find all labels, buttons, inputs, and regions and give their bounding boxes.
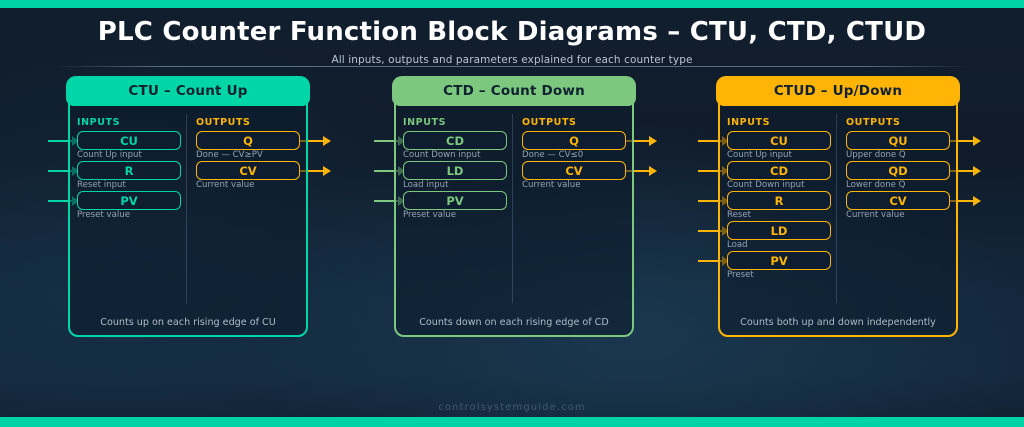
input-wire-ctd-ld bbox=[374, 169, 398, 172]
input-wire-ctu-cu bbox=[48, 139, 72, 142]
output-pin-ctud-cv[interactable]: CV bbox=[846, 191, 950, 210]
output-wire-ctu-cv bbox=[300, 169, 324, 172]
input-desc-ctud-r: Reset bbox=[727, 210, 752, 220]
input-wire-ctud-pv bbox=[698, 259, 722, 262]
output-desc-ctu-q: Done — CV≥PV bbox=[196, 150, 263, 160]
footer-site: controlsystemguide.com bbox=[438, 402, 586, 413]
input-desc-ctud-ld: Load bbox=[727, 240, 748, 250]
input-pin-ctud-pv[interactable]: PV bbox=[727, 251, 831, 270]
input-desc-ctud-pv: Preset bbox=[727, 270, 754, 280]
output-arrow-ctud-qd bbox=[973, 165, 981, 176]
output-arrow-ctud-qu bbox=[973, 135, 981, 146]
input-wire-ctud-ld bbox=[698, 229, 722, 232]
input-desc-ctd-cd: Count Down input bbox=[403, 150, 481, 160]
output-pin-ctd-cv[interactable]: CV bbox=[522, 161, 626, 180]
output-desc-ctd-cv: Current value bbox=[522, 180, 581, 190]
input-desc-ctu-r: Reset input bbox=[77, 180, 126, 190]
output-desc-ctd-q: Done — CV≤0 bbox=[522, 150, 584, 160]
column-divider-ctu bbox=[186, 114, 187, 303]
output-wire-ctd-q bbox=[626, 139, 650, 142]
outputs-label-ctu: OUTPUTS bbox=[196, 117, 251, 128]
top-accent-bar bbox=[0, 0, 1024, 8]
output-arrow-ctd-cv bbox=[649, 165, 657, 176]
input-wire-ctud-cd bbox=[698, 169, 722, 172]
input-wire-ctud-cu bbox=[698, 139, 722, 142]
output-desc-ctud-qd: Lower done Q bbox=[846, 180, 906, 190]
input-wire-ctd-pv bbox=[374, 199, 398, 202]
output-desc-ctud-qu: Upper done Q bbox=[846, 150, 906, 160]
inputs-label-ctu: INPUTS bbox=[77, 117, 121, 128]
output-arrow-ctd-q bbox=[649, 135, 657, 146]
input-pin-ctu-pv[interactable]: PV bbox=[77, 191, 181, 210]
outputs-label-ctud: OUTPUTS bbox=[846, 117, 901, 128]
input-pin-ctud-cu[interactable]: CU bbox=[727, 131, 831, 150]
output-wire-ctd-cv bbox=[626, 169, 650, 172]
input-pin-ctud-cd[interactable]: CD bbox=[727, 161, 831, 180]
input-pin-ctud-r[interactable]: R bbox=[727, 191, 831, 210]
block-title-ctu: CTU – Count Up bbox=[66, 76, 310, 106]
header-divider bbox=[52, 66, 972, 67]
output-pin-ctd-q[interactable]: Q bbox=[522, 131, 626, 150]
output-arrow-ctu-q bbox=[323, 135, 331, 146]
block-footnote-ctud: Counts both up and down independently bbox=[740, 317, 936, 328]
input-wire-ctu-r bbox=[48, 169, 72, 172]
input-pin-ctu-r[interactable]: R bbox=[77, 161, 181, 180]
output-wire-ctud-cv bbox=[950, 199, 974, 202]
block-footnote-ctu: Counts up on each rising edge of CU bbox=[100, 317, 276, 328]
input-wire-ctud-r bbox=[698, 199, 722, 202]
outputs-label-ctd: OUTPUTS bbox=[522, 117, 577, 128]
output-arrow-ctud-cv bbox=[973, 195, 981, 206]
output-pin-ctud-qd[interactable]: QD bbox=[846, 161, 950, 180]
input-pin-ctu-cu[interactable]: CU bbox=[77, 131, 181, 150]
output-pin-ctud-qu[interactable]: QU bbox=[846, 131, 950, 150]
input-desc-ctd-ld: Load input bbox=[403, 180, 449, 190]
block-footnote-ctd: Counts down on each rising edge of CD bbox=[419, 317, 609, 328]
input-desc-ctud-cd: Count Down input bbox=[727, 180, 805, 190]
input-wire-ctd-cd bbox=[374, 139, 398, 142]
output-desc-ctud-cv: Current value bbox=[846, 210, 905, 220]
block-title-ctud: CTUD – Up/Down bbox=[716, 76, 960, 106]
input-desc-ctud-cu: Count Up input bbox=[727, 150, 792, 160]
output-pin-ctu-q[interactable]: Q bbox=[196, 131, 300, 150]
input-desc-ctd-pv: Preset value bbox=[403, 210, 457, 220]
input-pin-ctud-ld[interactable]: LD bbox=[727, 221, 831, 240]
page-subtitle: All inputs, outputs and parameters expla… bbox=[331, 53, 693, 66]
output-desc-ctu-cv: Current value bbox=[196, 180, 255, 190]
input-wire-ctu-pv bbox=[48, 199, 72, 202]
input-pin-ctd-ld[interactable]: LD bbox=[403, 161, 507, 180]
input-pin-ctd-pv[interactable]: PV bbox=[403, 191, 507, 210]
column-divider-ctd bbox=[512, 114, 513, 303]
input-desc-ctu-cu: Count Up input bbox=[77, 150, 142, 160]
output-wire-ctud-qu bbox=[950, 139, 974, 142]
output-arrow-ctu-cv bbox=[323, 165, 331, 176]
page-title: PLC Counter Function Block Diagrams – CT… bbox=[97, 17, 927, 47]
input-pin-ctd-cd[interactable]: CD bbox=[403, 131, 507, 150]
header: PLC Counter Function Block Diagrams – CT… bbox=[0, 8, 1024, 66]
bottom-accent-bar bbox=[0, 417, 1024, 427]
inputs-label-ctud: INPUTS bbox=[727, 117, 771, 128]
output-wire-ctud-qd bbox=[950, 169, 974, 172]
output-wire-ctu-q bbox=[300, 139, 324, 142]
output-pin-ctu-cv[interactable]: CV bbox=[196, 161, 300, 180]
inputs-label-ctd: INPUTS bbox=[403, 117, 447, 128]
input-desc-ctu-pv: Preset value bbox=[77, 210, 131, 220]
block-title-ctd: CTD – Count Down bbox=[392, 76, 636, 106]
column-divider-ctud bbox=[836, 114, 837, 303]
